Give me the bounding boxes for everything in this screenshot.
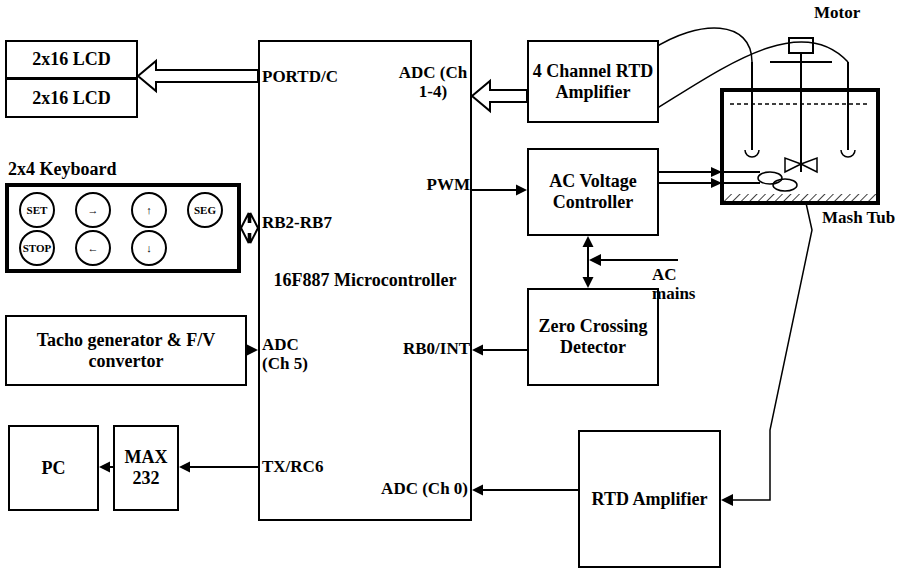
box-label: MAX 232 [115, 447, 177, 488]
lid-bar [770, 61, 832, 63]
signal-arrow [99, 462, 113, 473]
rtd-probe [752, 62, 848, 150]
key-button: → [75, 192, 111, 228]
keyboard-title: 2x4 Keyboard [5, 159, 120, 180]
arrow-head [589, 254, 601, 266]
heater-lead [722, 172, 760, 183]
box-label: 4 Channel RTD Amplifier [529, 61, 657, 102]
probe-wire [651, 28, 752, 62]
signal-arrow [472, 185, 527, 196]
ac-mains-line [600, 259, 678, 261]
box-label: AC Voltage Controller [529, 171, 657, 212]
pin-name: PORTD/C [262, 68, 342, 87]
max232-box: MAX 232 [113, 425, 179, 511]
box-label: 2x16 LCD [29, 49, 114, 70]
box-label: SEG [194, 204, 216, 217]
box-label: → [88, 204, 99, 217]
amplifier-box: RTD Amplifier [578, 430, 721, 568]
signal-arrow [472, 485, 578, 496]
box-label: Zero Crossing Detector [529, 316, 657, 357]
signal-arrow [583, 236, 594, 288]
signal-name: AC mains [652, 266, 708, 303]
key-button: STOP [19, 230, 55, 266]
stirrer-shaft [800, 53, 802, 172]
arrow-head [711, 167, 722, 188]
box-label: STOP [23, 242, 52, 255]
probe-tip [745, 150, 855, 157]
keyboard-box: 2x4 KeyboardSET→↑SEGSTOP←↓ [5, 183, 241, 273]
bus-arrow [138, 61, 258, 91]
pin-name: ADC (Ch 1-4) [396, 64, 470, 101]
pin-name: PWM [422, 176, 470, 195]
amplifier-box: 4 Channel RTD Amplifier [527, 40, 659, 123]
motor-symbol [789, 38, 813, 53]
arrow-head [721, 494, 733, 506]
key-button: SET [19, 192, 55, 228]
key-button: ↑ [131, 192, 167, 228]
sensor-wire [732, 203, 812, 500]
signal-arrow [179, 462, 258, 473]
pin-name: TX/RC6 [262, 458, 342, 477]
box-label: ↑ [146, 204, 152, 217]
box-label: 2x16 LCD [29, 88, 114, 109]
box-label: RTD Amplifier [589, 489, 711, 510]
signal-arrow [472, 345, 527, 356]
part-name: Mash Tub [822, 209, 902, 228]
heater-coil [758, 172, 782, 184]
stirrer-blade [785, 158, 817, 172]
key-button: ← [75, 230, 111, 266]
controller-box: AC Voltage Controller [527, 148, 659, 236]
pc-box: PC [8, 425, 99, 511]
lcd-box: 2x16 LCD [5, 78, 138, 118]
heater-coil [773, 179, 797, 191]
key-button: SEG [187, 192, 223, 228]
box-label: Tacho generator & F/V convertor [7, 330, 245, 371]
bus-arrow [472, 81, 527, 111]
heater-wire [651, 172, 712, 183]
box-label: ↓ [146, 242, 152, 255]
pin-name: RB0/INT [394, 340, 470, 359]
box-label: ← [88, 242, 99, 255]
box-label: SET [27, 204, 48, 217]
pin-name: RB2-RB7 [262, 214, 352, 233]
signal-arrow [247, 345, 258, 356]
detector-box: Zero Crossing Detector [527, 288, 659, 386]
part-name: Motor [814, 4, 884, 23]
box-label: PC [39, 458, 69, 479]
box-label: 16F887 Microcontroller [271, 270, 460, 291]
microcontroller-box: 16F887 Microcontroller [258, 40, 472, 521]
probe-wire [651, 42, 848, 112]
pin-name: ADC (Ch 0) [376, 480, 468, 499]
lcd-box: 2x16 LCD [5, 40, 138, 79]
key-button: ↓ [131, 230, 167, 266]
tacho-box: Tacho generator & F/V convertor [5, 315, 247, 386]
pin-name: ADC (Ch 5) [262, 336, 318, 373]
bus-arrow [241, 213, 258, 243]
tub-bottom-hatch [724, 194, 876, 203]
